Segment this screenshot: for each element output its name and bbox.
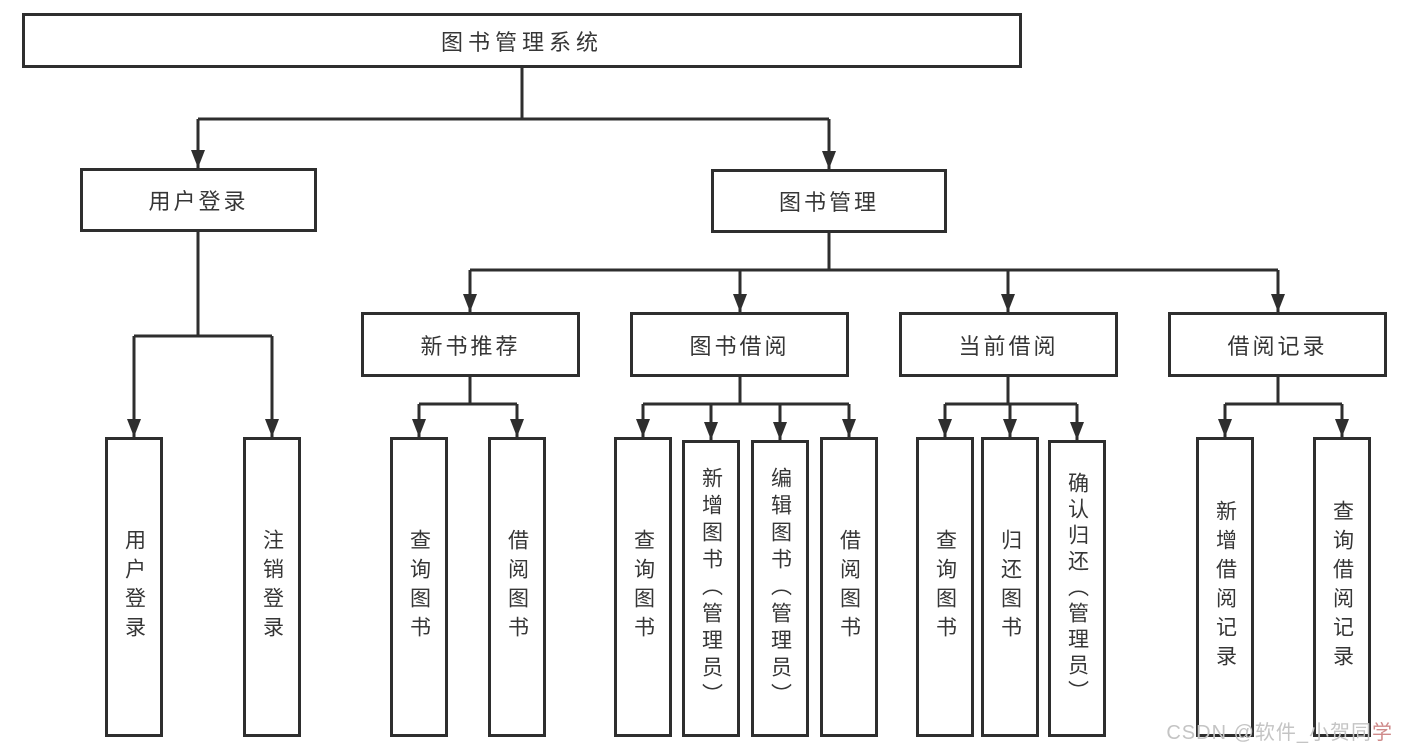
leaf-br-query-record: 查询借阅记录	[1313, 437, 1371, 737]
leaf-label: 查询图书	[933, 529, 957, 645]
leaf-label: 查询图书	[407, 529, 431, 645]
leaf-label: 新增借阅记录	[1213, 500, 1237, 674]
watermark-accent: 学	[1372, 722, 1393, 744]
leaf-label: 注销登录	[260, 529, 284, 645]
leaf-bb-query-books: 查询图书	[614, 437, 672, 737]
watermark-text: CSDN @软件_小贺同	[1166, 722, 1372, 744]
watermark: CSDN @软件_小贺同学	[1166, 716, 1393, 745]
leaf-user-login: 用户登录	[105, 437, 163, 737]
leaf-label: 归还图书	[998, 529, 1022, 645]
leaf-logout: 注销登录	[243, 437, 301, 737]
leaf-label: 确认归还（管理员）	[1065, 471, 1089, 706]
node-current-borrow: 当前借阅	[899, 312, 1118, 377]
leaf-label: 借阅图书	[505, 529, 529, 645]
leaf-label: 查询借阅记录	[1330, 500, 1354, 674]
node-root-system: 图书管理系统	[22, 13, 1022, 68]
leaf-cb-confirm-return-admin: 确认归还（管理员）	[1048, 440, 1106, 737]
leaf-label: 查询图书	[631, 529, 655, 645]
leaf-bb-add-books-admin: 新增图书（管理员）	[682, 440, 740, 737]
leaf-br-add-record: 新增借阅记录	[1196, 437, 1254, 737]
leaf-bb-edit-books-admin: 编辑图书（管理员）	[751, 440, 809, 737]
leaf-nbr-borrow-books: 借阅图书	[488, 437, 546, 737]
leaf-nbr-query-books: 查询图书	[390, 437, 448, 737]
node-borrow-records: 借阅记录	[1168, 312, 1387, 377]
leaf-label: 编辑图书（管理员）	[768, 467, 792, 710]
leaf-label: 用户登录	[122, 529, 146, 645]
leaf-bb-borrow-books: 借阅图书	[820, 437, 878, 737]
node-book-borrow: 图书借阅	[630, 312, 849, 377]
node-book-management: 图书管理	[711, 169, 947, 233]
node-user-login: 用户登录	[80, 168, 317, 232]
leaf-cb-return-books: 归还图书	[981, 437, 1039, 737]
leaf-label: 新增图书（管理员）	[699, 467, 723, 710]
node-new-book-recommend: 新书推荐	[361, 312, 580, 377]
leaf-label: 借阅图书	[837, 529, 861, 645]
leaf-cb-query-books: 查询图书	[916, 437, 974, 737]
